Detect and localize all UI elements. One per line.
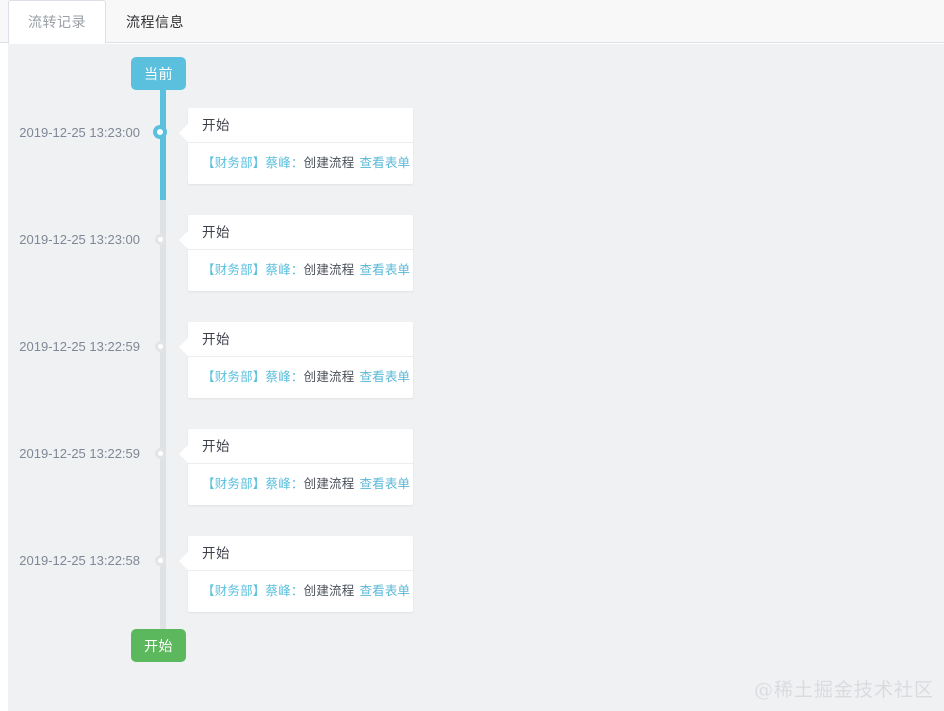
timeline-card-action: 创建流程	[303, 156, 355, 170]
timeline-node[interactable]	[155, 448, 166, 459]
timeline-card-action: 创建流程	[303, 370, 355, 384]
tab-flow-info-label: 流程信息	[126, 14, 184, 30]
timeline-card-title: 开始	[188, 108, 413, 143]
timeline-card-person: 蔡峰：	[265, 156, 304, 170]
timeline-card-title: 开始	[188, 429, 413, 464]
timeline-card-person: 蔡峰：	[265, 477, 304, 491]
current-step-badge-label: 当前	[144, 65, 173, 82]
timeline-row-time: 2019-12-25 13:23:00	[19, 125, 140, 140]
timeline-card-body: 【财务部】蔡峰：创建流程查看表单	[188, 357, 413, 398]
tab-flow-info[interactable]: 流程信息	[106, 0, 204, 43]
timeline-card-person: 蔡峰：	[265, 584, 304, 598]
timeline-card: 开始 【财务部】蔡峰：创建流程查看表单	[179, 536, 413, 612]
timeline-rail-active	[160, 84, 166, 200]
timeline-card-dept: 【财务部】	[202, 477, 266, 491]
timeline-node[interactable]	[155, 234, 166, 245]
watermark: @稀土掘金技术社区	[753, 679, 934, 701]
timeline-row-time: 2019-12-25 13:22:58	[19, 553, 140, 568]
timeline-card-title: 开始	[188, 536, 413, 571]
timeline-card-title: 开始	[188, 215, 413, 250]
timeline-card-dept: 【财务部】	[202, 584, 266, 598]
timeline-node[interactable]	[155, 555, 166, 566]
view-form-link[interactable]: 查看表单	[359, 584, 411, 598]
timeline-card: 开始 【财务部】蔡峰：创建流程查看表单	[179, 429, 413, 505]
timeline-card: 开始 【财务部】蔡峰：创建流程查看表单	[179, 215, 413, 291]
start-step-badge[interactable]: 开始	[131, 629, 186, 662]
timeline-card-action: 创建流程	[303, 477, 355, 491]
timeline-node[interactable]	[155, 341, 166, 352]
flow-records-panel: 当前 2019-12-25 13:23:00 开始 【财务部】蔡峰：创建流程查看…	[8, 44, 944, 711]
view-form-link[interactable]: 查看表单	[359, 477, 411, 491]
timeline-node-active[interactable]	[153, 125, 167, 139]
start-step-badge-label: 开始	[144, 637, 173, 654]
timeline-card-body: 【财务部】蔡峰：创建流程查看表单	[188, 571, 413, 612]
timeline-card-body: 【财务部】蔡峰：创建流程查看表单	[188, 250, 413, 291]
tab-list: 流转记录 流程信息	[8, 0, 204, 44]
current-step-badge[interactable]: 当前	[131, 57, 186, 90]
timeline-row: 2019-12-25 13:23:00 开始 【财务部】蔡峰：创建流程查看表单	[8, 215, 944, 308]
timeline-card-dept: 【财务部】	[202, 156, 266, 170]
view-form-link[interactable]: 查看表单	[359, 156, 411, 170]
tab-bar: 流转记录 流程信息	[0, 0, 944, 44]
view-form-link[interactable]: 查看表单	[359, 370, 411, 384]
timeline-card: 开始 【财务部】蔡峰：创建流程查看表单	[179, 108, 413, 184]
timeline-card-action: 创建流程	[303, 584, 355, 598]
timeline-card-body: 【财务部】蔡峰：创建流程查看表单	[188, 464, 413, 505]
timeline-row: 2019-12-25 13:23:00 开始 【财务部】蔡峰：创建流程查看表单	[8, 108, 944, 201]
timeline-card-body: 【财务部】蔡峰：创建流程查看表单	[188, 143, 413, 184]
timeline: 当前 2019-12-25 13:23:00 开始 【财务部】蔡峰：创建流程查看…	[8, 44, 944, 711]
timeline-card-person: 蔡峰：	[265, 263, 304, 277]
timeline-row-time: 2019-12-25 13:22:59	[19, 339, 140, 354]
timeline-rail-idle	[160, 200, 166, 634]
timeline-card-person: 蔡峰：	[265, 370, 304, 384]
timeline-card-dept: 【财务部】	[202, 263, 266, 277]
timeline-card: 开始 【财务部】蔡峰：创建流程查看表单	[179, 322, 413, 398]
view-form-link[interactable]: 查看表单	[359, 263, 411, 277]
tab-flow-records[interactable]: 流转记录	[8, 0, 106, 44]
timeline-row-time: 2019-12-25 13:23:00	[19, 232, 140, 247]
timeline-row: 2019-12-25 13:22:59 开始 【财务部】蔡峰：创建流程查看表单	[8, 322, 944, 415]
timeline-row: 2019-12-25 13:22:59 开始 【财务部】蔡峰：创建流程查看表单	[8, 429, 944, 522]
timeline-card-title: 开始	[188, 322, 413, 357]
timeline-row-time: 2019-12-25 13:22:59	[19, 446, 140, 461]
tab-flow-records-label: 流转记录	[28, 14, 86, 30]
timeline-card-action: 创建流程	[303, 263, 355, 277]
timeline-row: 2019-12-25 13:22:58 开始 【财务部】蔡峰：创建流程查看表单	[8, 536, 944, 629]
timeline-card-dept: 【财务部】	[202, 370, 266, 384]
